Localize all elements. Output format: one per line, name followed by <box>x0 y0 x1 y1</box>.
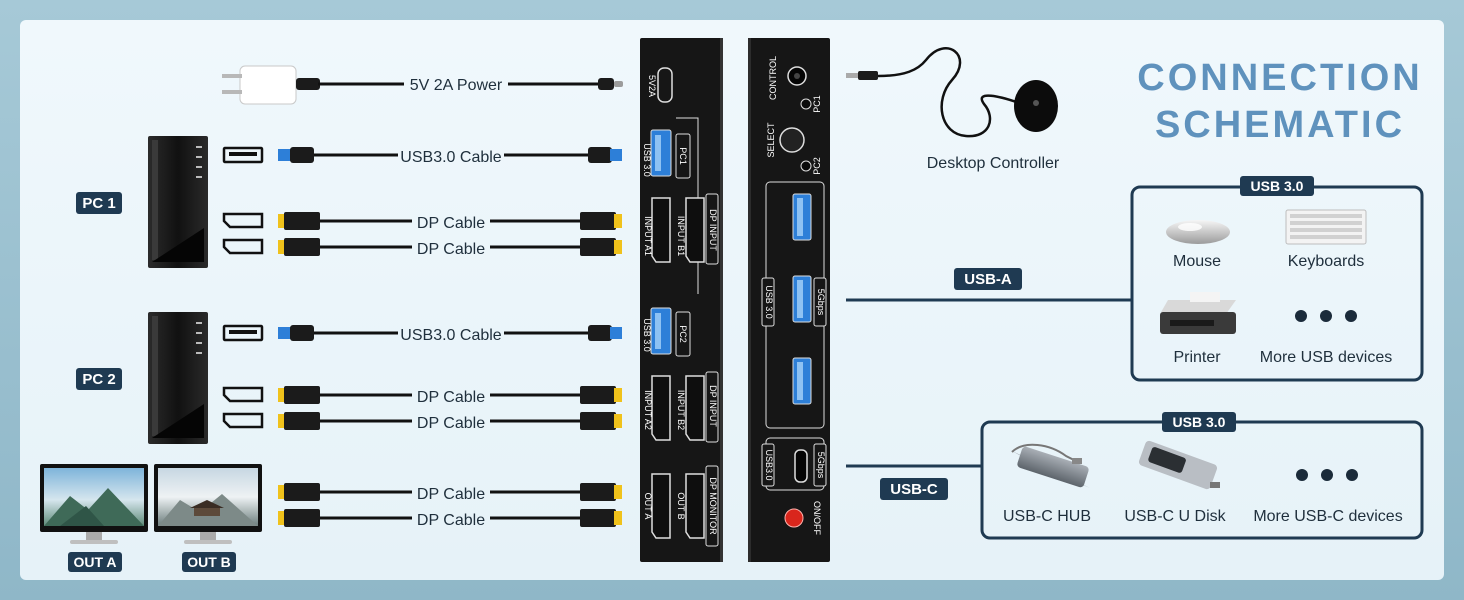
pc2-dp-cable-2 <box>278 412 622 430</box>
desktop-controller-icon[interactable] <box>1014 80 1058 132</box>
out-a-port-label: OUT A <box>643 493 653 520</box>
pc2-badge: PC 2 <box>76 368 122 390</box>
pc1-dp-cable-2-label: DP Cable <box>417 241 485 258</box>
front-usb30-label: USB 3.0 <box>764 285 774 319</box>
title-line-1: CONNECTION <box>1137 57 1422 99</box>
input-a1-label: INPUT A1 <box>643 216 653 256</box>
front-usbc-usb30-label: USB3.0 <box>764 449 774 480</box>
pc1-dp-port-2-icon <box>222 238 264 255</box>
power-button[interactable] <box>785 509 803 527</box>
keyboard-icon <box>1285 209 1367 245</box>
front-speed-label: 5Gbps <box>816 289 826 316</box>
out-b-label: OUT B <box>187 554 231 570</box>
usb-a-device-box: USB 3.0 Mouse Keyboards <box>1130 176 1424 382</box>
pc2-tower-icon <box>148 312 208 444</box>
pc1-dp-cable-1 <box>278 212 622 230</box>
pc1-tower-icon <box>148 136 208 268</box>
select-label[interactable]: SELECT <box>766 122 776 158</box>
out-dp-cable-1-label: DP Cable <box>417 486 485 503</box>
pc2-usb-cable <box>278 325 622 341</box>
device-usbc-disk-label: USB-C U Disk <box>1124 508 1226 525</box>
printer-icon <box>1160 292 1236 334</box>
monitor-a-icon <box>40 464 148 544</box>
usb-c-label: USB-C <box>890 481 938 498</box>
usb-c-disk-icon <box>1138 440 1220 490</box>
usb-c-box-badge: USB 3.0 <box>1173 414 1226 430</box>
more-usbc-devices-icon <box>1296 469 1358 481</box>
device-more-usbc-label: More USB-C devices <box>1253 508 1402 525</box>
dp-monitor-label: DP MONITOR <box>708 477 718 535</box>
device-more-usb-label: More USB devices <box>1260 349 1393 366</box>
out-dp-cable-1 <box>278 483 622 501</box>
device-mouse-label: Mouse <box>1173 253 1221 270</box>
usb-a-label: USB-A <box>964 271 1012 288</box>
pc2-dp-cable-1-label: DP Cable <box>417 389 485 406</box>
input-b1-label: INPUT B1 <box>676 216 686 256</box>
power-port-label: 5V2A <box>647 75 657 97</box>
power-adapter-icon <box>222 65 320 105</box>
input-a2-label: INPUT A2 <box>643 390 653 430</box>
desktop-controller-cable <box>846 47 1023 138</box>
pc2-label: PC 2 <box>82 371 115 388</box>
power-cable-label: 5V 2A Power <box>410 77 503 94</box>
out-b-badge: OUT B <box>182 552 236 572</box>
select-button[interactable] <box>780 128 804 152</box>
pc1-dp-cable-2 <box>278 238 622 256</box>
monitor-b-icon <box>154 464 262 544</box>
pc1-usb-cable-label: USB3.0 Cable <box>400 149 501 166</box>
out-a-badge: OUT A <box>68 552 122 572</box>
pc1-group-label: PC1 <box>678 147 688 165</box>
pc1-usb-port-icon <box>222 146 264 164</box>
pc1-badge: PC 1 <box>76 192 122 214</box>
onoff-label: ON/OFF <box>812 501 822 535</box>
usb-c-badge: USB-C <box>880 478 948 500</box>
device-keyboards-label: Keyboards <box>1288 253 1365 270</box>
device-printer-label: Printer <box>1173 349 1221 366</box>
out-b-port-label: OUT B <box>676 492 686 519</box>
device-usbc-hub-label: USB-C HUB <box>1003 508 1091 525</box>
dp-input-1-label: DP INPUT <box>708 209 718 251</box>
pc2-dp-port-2-icon <box>222 412 264 429</box>
title-line-2: SCHEMATIC <box>1155 104 1405 146</box>
pc1-led-label: PC1 <box>812 95 822 113</box>
desktop-controller-label: Desktop Controller <box>927 155 1060 172</box>
dp-input-2-label: DP INPUT <box>708 385 718 427</box>
pc1-dp-cable-1-label: DP Cable <box>417 215 485 232</box>
pc2-group-label: PC2 <box>678 325 688 343</box>
kvm-front-panel: CONTROL PC1 SELECT PC2 USB 3.0 5Gbps <box>748 38 830 562</box>
mouse-icon <box>1166 220 1230 244</box>
usb-a-badge: USB-A <box>954 268 1022 290</box>
usb-c-device-box: USB 3.0 USB-C HUB USB-C U Disk <box>980 412 1424 540</box>
pc2-dp-port-1-icon <box>222 386 264 403</box>
pc2-dp-cable-1 <box>278 386 622 404</box>
front-usbc-speed-label: 5Gbps <box>816 452 826 479</box>
out-dp-cable-2-label: DP Cable <box>417 512 485 529</box>
kvm-rear-panel: 5V2A USB 3.0 PC1 INPUT A1 INPUT B1 DP IN… <box>640 38 723 562</box>
out-dp-cable-2 <box>278 509 622 527</box>
pc2-dp-cable-2-label: DP Cable <box>417 415 485 432</box>
usb-c-hub-icon <box>1010 443 1090 488</box>
pc1-dp-port-1-icon <box>222 212 264 229</box>
pc1-usb-port-label: USB 3.0 <box>642 143 652 177</box>
pc2-led-label: PC2 <box>812 157 822 175</box>
pc2-usb-cable-label: USB3.0 Cable <box>400 327 501 344</box>
pc1-label: PC 1 <box>82 195 115 212</box>
input-b2-label: INPUT B2 <box>676 390 686 430</box>
pc2-usb-port-icon <box>222 324 264 342</box>
pc1-usb-cable <box>278 147 622 163</box>
more-usb-devices-icon <box>1295 310 1357 322</box>
pc2-usb-port-label: USB 3.0 <box>642 318 652 352</box>
control-label: CONTROL <box>768 56 778 100</box>
out-a-label: OUT A <box>73 554 116 570</box>
usb-a-box-badge: USB 3.0 <box>1251 178 1304 194</box>
usbc-plug-icon <box>598 78 623 90</box>
